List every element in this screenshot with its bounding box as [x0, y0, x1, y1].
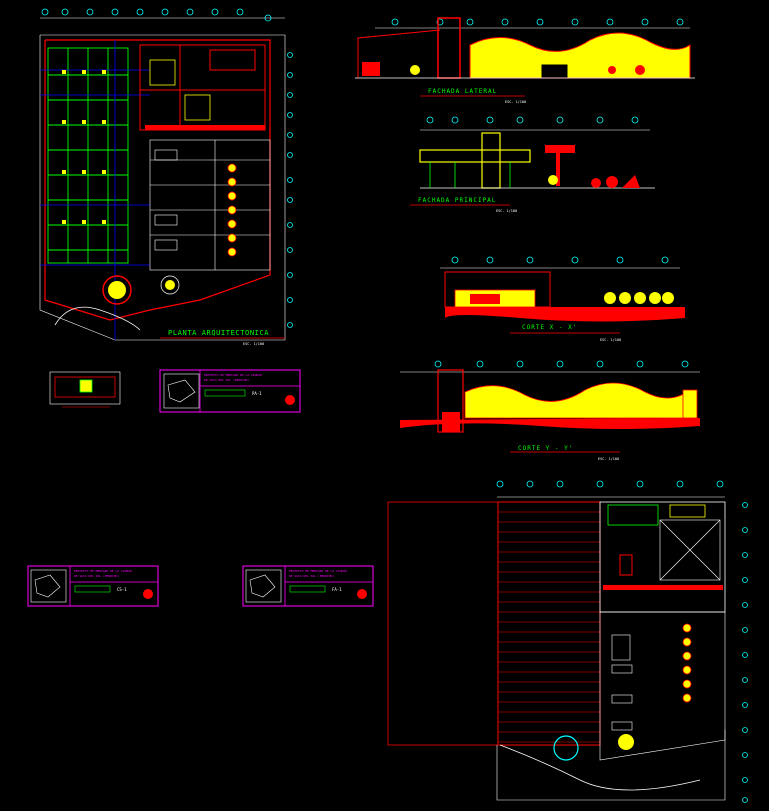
section-x-title: CORTE X - X': [522, 324, 577, 331]
lateral-facade: FACHADA LATERAL ESC. 1/100: [355, 17, 695, 104]
section-y-title: CORTE Y - Y': [518, 445, 573, 452]
title-block-1-sheet: PA-1: [252, 391, 262, 396]
main-facade-scale: ESC. 1/100: [496, 209, 517, 213]
main-facade-title: FACHADA PRINCIPAL: [418, 197, 496, 204]
right-axis-markers: [287, 52, 293, 328]
title-block-1-place: DE SUCA DEL SOL (PERUCHO): [204, 378, 249, 382]
title-block-3: PROYECTO DE MERCADO DE LA CIUDAD DE SUCA…: [242, 565, 374, 607]
section-x: CORTE X - X' ESC. 1/100: [440, 256, 685, 342]
lateral-facade-title: FACHADA LATERAL: [428, 88, 497, 95]
section-y-scale: ESC. 1/100: [598, 457, 619, 461]
title-block-3-sheet: FA-1: [332, 587, 342, 592]
location-sketch: [49, 371, 121, 408]
title-block-3-place: DE SUCA DEL SOL (PERUCHO): [289, 574, 334, 578]
top-axis-markers: [41, 8, 272, 22]
title-block-2-sheet: CS-1: [117, 587, 127, 592]
main-facade: FACHADA PRINCIPAL ESC. 1/100: [410, 116, 655, 213]
structural-grid: [47, 47, 129, 264]
title-block-2-place: DE SUCA DEL SOL (PERUCHO): [74, 574, 119, 578]
plan-title: PLANTA ARQUITECTONICA: [168, 329, 269, 337]
section-y: CORTE Y - Y' ESC. 1/100: [400, 360, 700, 461]
second-floor-plan: [387, 480, 748, 803]
parking-area: [149, 139, 271, 271]
title-block-1-project: PROYECTO DE MERCADO DE LA CIUDAD: [204, 373, 262, 377]
title-block-2-project: PROYECTO DE MERCADO DE LA CIUDAD: [74, 569, 132, 573]
title-block-3-project: PROYECTO DE MERCADO DE LA CIUDAD: [289, 569, 347, 573]
architectural-floor-plan: PLANTA ARQUITECTONICA ESC. 1/100: [39, 8, 293, 346]
title-block-1: PROYECTO DE MERCADO DE LA CIUDAD DE SUCA…: [159, 369, 301, 413]
lateral-facade-scale: ESC. 1/100: [505, 100, 526, 104]
plan-scale: ESC. 1/100: [243, 342, 264, 346]
title-block-2: PROYECTO DE MERCADO DE LA CIUDAD DE SUCA…: [27, 565, 159, 607]
section-x-scale: ESC. 1/100: [600, 338, 621, 342]
